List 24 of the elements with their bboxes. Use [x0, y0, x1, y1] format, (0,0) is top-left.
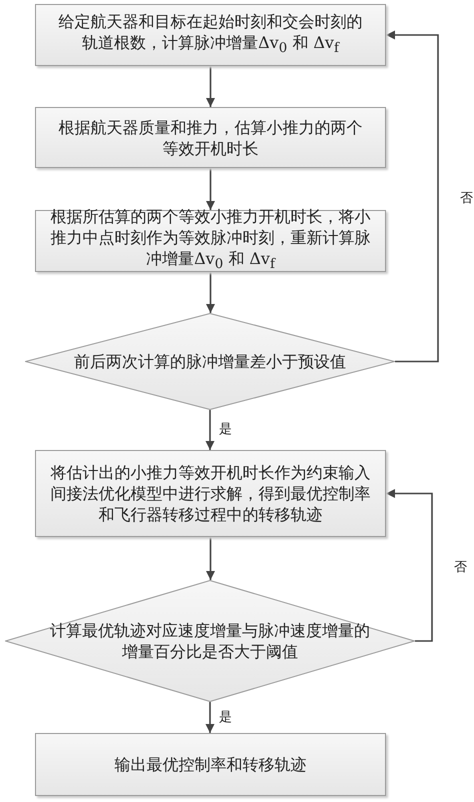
edge-label: 是	[218, 421, 233, 438]
process-box	[35, 107, 386, 168]
process-box	[35, 210, 386, 272]
decision-diamond	[25, 313, 395, 410]
arrow	[206, 537, 215, 580]
arrow	[206, 66, 215, 107]
step-text: 将估计出的小推力等效开机时长作为约束输入间接法优化模型中进行求解，得到最优控制率和飞行器转移过程中的转移轨迹	[50, 462, 372, 525]
edge-label: 是	[218, 708, 233, 726]
process-box	[35, 4, 386, 66]
step-text: 给定航天器和目标在起始时刻和交会时刻的轨道根数，计算脉冲增量Δv$_{0}$ 和 Δv$_{f}$	[58, 10, 364, 58]
arrow	[206, 410, 214, 450]
process-box	[35, 450, 386, 537]
step-text: 输出最优控制率和转移轨迹	[114, 754, 306, 775]
condition-text: 计算最优轨迹对应速度增量与脉冲速度增量的增量百分比是否大于阈值	[49, 620, 371, 662]
step-text: 根据航天器质量和推力，估算小推力的两个等效开机时长	[58, 116, 364, 158]
arrow	[206, 168, 215, 210]
arrow	[386, 489, 433, 642]
arrow	[206, 702, 214, 733]
process-box	[35, 733, 386, 796]
step-text: 根据所估算的两个等效小推力开机时长，将小推力中点时刻作为等效脉冲时刻，重新计算脉冲增量Δv$_{0}$ 和 Δv$_{f}$	[50, 206, 372, 275]
arrow	[206, 272, 215, 313]
condition-text: 前后两次计算的脉冲增量差小于预设值	[74, 351, 346, 372]
arrow	[386, 30, 439, 362]
decision-diamond	[5, 580, 415, 702]
